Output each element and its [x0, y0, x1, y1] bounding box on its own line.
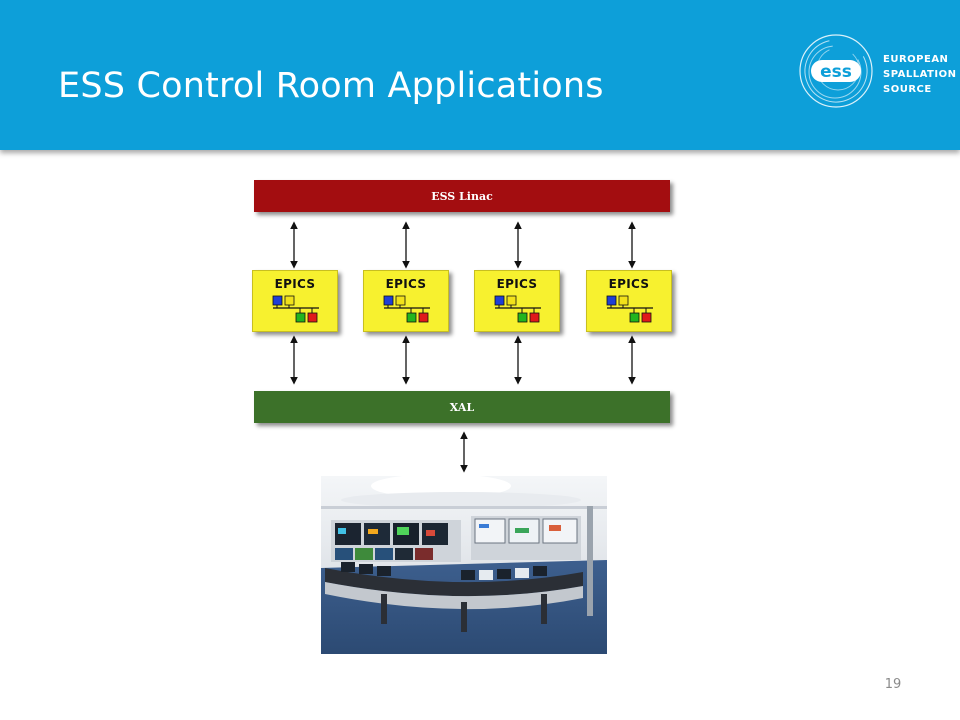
epics-label: EPICS	[385, 277, 427, 291]
epics-network-icon	[272, 295, 319, 323]
ess-logo: ess EUROPEAN SPALLATION SOURCE	[795, 30, 956, 112]
epics-label: EPICS	[496, 277, 538, 291]
logo-line-spallation: SPALLATION	[883, 69, 957, 80]
epics-label: EPICS	[274, 277, 316, 291]
epics-box: EPICS	[586, 270, 672, 332]
epics-box: EPICS	[363, 270, 449, 332]
epics-box: EPICS	[474, 270, 560, 332]
ess-linac-bar: ESS Linac	[254, 180, 670, 212]
ess-logo-mark-text: ess	[820, 62, 852, 82]
control-room-image	[321, 476, 607, 654]
slide-title: ESS Control Room Applications	[58, 66, 604, 106]
epics-network-icon	[606, 295, 653, 323]
logo-line-source: SOURCE	[883, 84, 932, 95]
epics-label: EPICS	[608, 277, 650, 291]
epics-network-icon	[383, 295, 430, 323]
xal-bar: XAL	[254, 391, 670, 423]
ess-logo-icon: ess	[799, 34, 873, 108]
epics-network-icon	[494, 295, 541, 323]
slide-header: ESS Control Room Applications ess EUROPE…	[0, 0, 960, 150]
page-number: 19	[884, 677, 902, 692]
epics-box: EPICS	[252, 270, 338, 332]
ess-logo-text: EUROPEAN SPALLATION SOURCE	[883, 52, 956, 97]
logo-line-european: EUROPEAN	[883, 54, 949, 65]
